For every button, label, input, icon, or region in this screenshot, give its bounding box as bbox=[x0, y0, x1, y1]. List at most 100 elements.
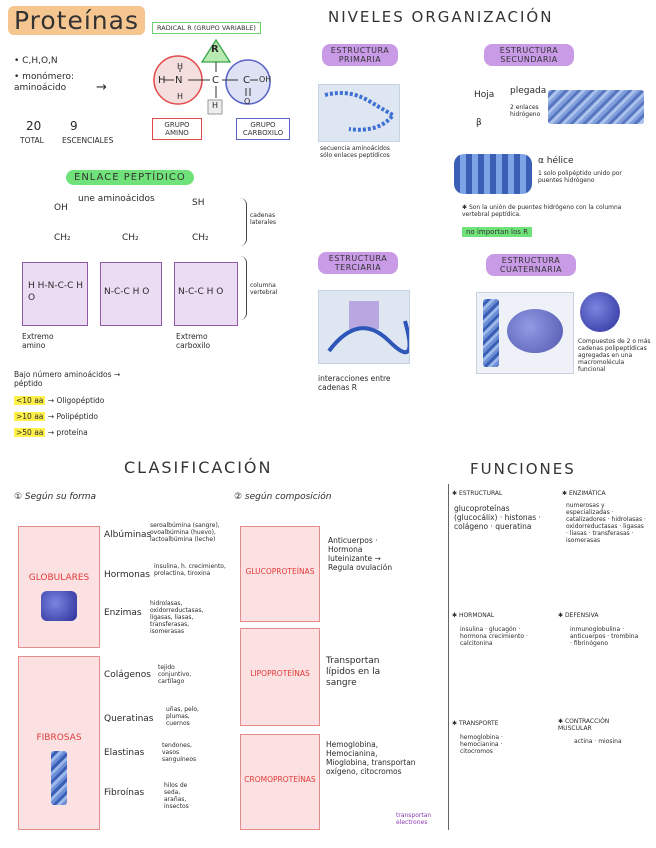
ch2-text: CH₂ bbox=[54, 233, 71, 243]
chromoprotein-note: transportan electrones bbox=[396, 812, 432, 826]
glycoprotein-box: GLUCOPROTEÍNAS bbox=[240, 526, 320, 622]
peptide-rule: >50 aa → proteína bbox=[14, 428, 88, 437]
tertiary-structure-desc: interacciones entre cadenas R bbox=[318, 374, 391, 392]
h-letter: H bbox=[158, 75, 166, 86]
glycoprotein-label: GLUCOPROTEÍNAS bbox=[245, 567, 315, 576]
quaternary-structure-desc: Compuestos de 2 o más cadenas polipeptíd… bbox=[578, 338, 651, 373]
amino-acid-diagram bbox=[153, 38, 271, 115]
hormonas-name: Hormonas bbox=[104, 570, 150, 580]
h-letter: H bbox=[177, 62, 184, 71]
backbone-label: columna vertebral bbox=[250, 282, 278, 296]
alpha-text: α hélice bbox=[538, 156, 574, 166]
structural-items: glucoproteínas (glucocálix) · histonas ·… bbox=[454, 504, 541, 531]
peptide-rule: Bajo número aminoácidos → péptido bbox=[14, 370, 121, 388]
secondary-note: ✱ Son la unión de puentes hidrógeno con … bbox=[462, 204, 622, 218]
globular-box: GLOBULARES bbox=[18, 526, 100, 648]
hormonal-label: ✱ HORMONAL bbox=[452, 612, 495, 619]
carboxyl-group-label: GRUPO CARBOXILO bbox=[236, 118, 290, 140]
radical-label: RADICAL R (GRUPO VARIABLE) bbox=[152, 22, 261, 34]
albuminas-name: Albúminas bbox=[104, 530, 152, 540]
fibroinas-desc: hilos de seda, arañas, insectos bbox=[164, 782, 189, 810]
aa-unit-formula: N-C-C H O bbox=[178, 287, 224, 297]
aa-count-tag: >10 aa bbox=[14, 412, 46, 421]
function-label: CONTRACCIÓN MUSCULAR bbox=[558, 718, 610, 732]
functions-divider bbox=[448, 484, 449, 830]
lipoprotein-label: LIPOPROTEÍNAS bbox=[250, 669, 310, 678]
rule-text: → Polipéptido bbox=[47, 412, 98, 421]
colagenos-desc: tejido conjuntivo, cartílago bbox=[158, 664, 192, 685]
aa-count-tag: >50 aa bbox=[14, 428, 46, 437]
functions-title: FUNCIONES bbox=[470, 460, 576, 478]
elements-bullet: • C,H,O,N bbox=[14, 56, 58, 66]
glycoprotein-desc: Anticuerpos · Hormona luteinizante → Reg… bbox=[328, 536, 393, 572]
globular-protein-image bbox=[41, 591, 77, 621]
alpha-helix-image bbox=[454, 154, 532, 194]
brace-icon bbox=[240, 256, 247, 320]
function-label: TRANSPORTE bbox=[458, 720, 499, 727]
by-shape-heading: ① Según su forma bbox=[14, 492, 97, 502]
chromoprotein-label: CROMOPROTEÍNAS bbox=[244, 775, 316, 784]
fibrous-label: FIBROSAS bbox=[36, 733, 82, 743]
oh-text: OH bbox=[54, 203, 68, 213]
peptide-rule: >10 aa → Polipéptido bbox=[14, 412, 98, 421]
enzymatic-items: numerosas y especializadas · catalizador… bbox=[566, 502, 646, 544]
contraction-items: actina · miosina bbox=[574, 738, 622, 745]
peptide-title: ENLACE PEPTÍDICO bbox=[66, 170, 194, 185]
h-letter: H bbox=[177, 92, 184, 101]
side-chains-label: cadenas laterales bbox=[250, 212, 277, 226]
primary-structure-desc: secuencia aminoácidos sólo enlaces peptí… bbox=[320, 145, 390, 159]
total-label: TOTAL bbox=[20, 136, 44, 145]
albuminas-desc: seroalbúmina (sangre), ovoalbúmina (huev… bbox=[150, 522, 220, 543]
c-letter: C bbox=[212, 75, 219, 86]
secondary-highlight: no importan los R bbox=[462, 227, 532, 237]
fibrous-protein-image bbox=[51, 751, 67, 805]
carboxyl-end-label: Extremo carboxilo bbox=[176, 332, 211, 350]
essential-label: ESCENCIALES bbox=[62, 136, 114, 145]
helix-icon bbox=[483, 299, 499, 367]
tertiary-structure-image bbox=[318, 290, 412, 364]
contraction-label: ✱ CONTRACCIÓN MUSCULAR bbox=[558, 718, 610, 732]
function-label: DEFENSIVA bbox=[564, 612, 599, 619]
elastinas-desc: tendones, vasos sanguíneos bbox=[162, 742, 197, 763]
brace-icon bbox=[240, 198, 247, 246]
aa-unit-formula: H H-N-C-C H O bbox=[28, 281, 84, 303]
primary-structure-image bbox=[318, 84, 400, 142]
enlaces-text: 2 enlaces hidrógeno bbox=[510, 104, 541, 118]
structural-label: ✱ ESTRUCTURAL bbox=[452, 490, 503, 497]
beta-sheet-image bbox=[548, 90, 644, 124]
aa-unit-box bbox=[174, 262, 238, 326]
defense-items: inmunoglobulina · anticuerpos · trombina… bbox=[570, 626, 639, 647]
amino-end-label: Extremo amino bbox=[22, 332, 54, 350]
function-label: ESTRUCTURAL bbox=[458, 490, 503, 497]
chromoprotein-box: CROMOPROTEÍNAS bbox=[240, 734, 320, 830]
tertiary-structure-label: ESTRUCTURA TERCIARIA bbox=[318, 252, 398, 274]
aa-unit-box bbox=[22, 262, 88, 326]
rule-text: → Oligopéptido bbox=[47, 396, 105, 405]
function-label: HORMONAL bbox=[458, 612, 495, 619]
fibroinas-name: Fibroínas bbox=[104, 788, 145, 798]
peptide-subtitle: une aminoácidos bbox=[78, 194, 155, 204]
r-letter: R bbox=[211, 44, 219, 55]
hormonal-items: insulina · glucagón · hormona crecimient… bbox=[460, 626, 528, 647]
quaternary-blob-image bbox=[580, 292, 620, 332]
aa-count-tag: <10 aa bbox=[14, 396, 46, 405]
levels-title: NIVELES ORGANIZACIÓN bbox=[328, 8, 554, 26]
ch2-text: CH₂ bbox=[192, 233, 209, 243]
sh-text: SH bbox=[192, 198, 205, 208]
lipoprotein-desc: Transportan lípidos en la sangre bbox=[326, 656, 381, 688]
peptide-rule: <10 aa → Oligopéptido bbox=[14, 396, 104, 405]
quaternary-structure-image bbox=[476, 292, 574, 374]
hoja-text: Hoja bbox=[474, 90, 495, 100]
n-letter: N bbox=[175, 75, 183, 86]
h-box bbox=[207, 99, 223, 115]
secondary-structure-label: ESTRUCTURA SECUNDARIA bbox=[484, 44, 574, 66]
total-number: 20 bbox=[26, 119, 42, 133]
arrow-icon: → bbox=[96, 80, 107, 95]
function-label: ENZIMÁTICA bbox=[568, 490, 606, 497]
defense-label: ✱ DEFENSIVA bbox=[558, 612, 599, 619]
rule-text: → proteína bbox=[47, 428, 88, 437]
elements-text: C,H,O,N bbox=[22, 56, 58, 66]
quaternary-structure-label: ESTRUCTURA CUATERNARIA bbox=[486, 254, 576, 276]
amino-group-label: GRUPO AMINO bbox=[152, 118, 202, 140]
chromoprotein-desc: Hemoglobina, Hemocianina, Mioglobina, tr… bbox=[326, 740, 416, 776]
